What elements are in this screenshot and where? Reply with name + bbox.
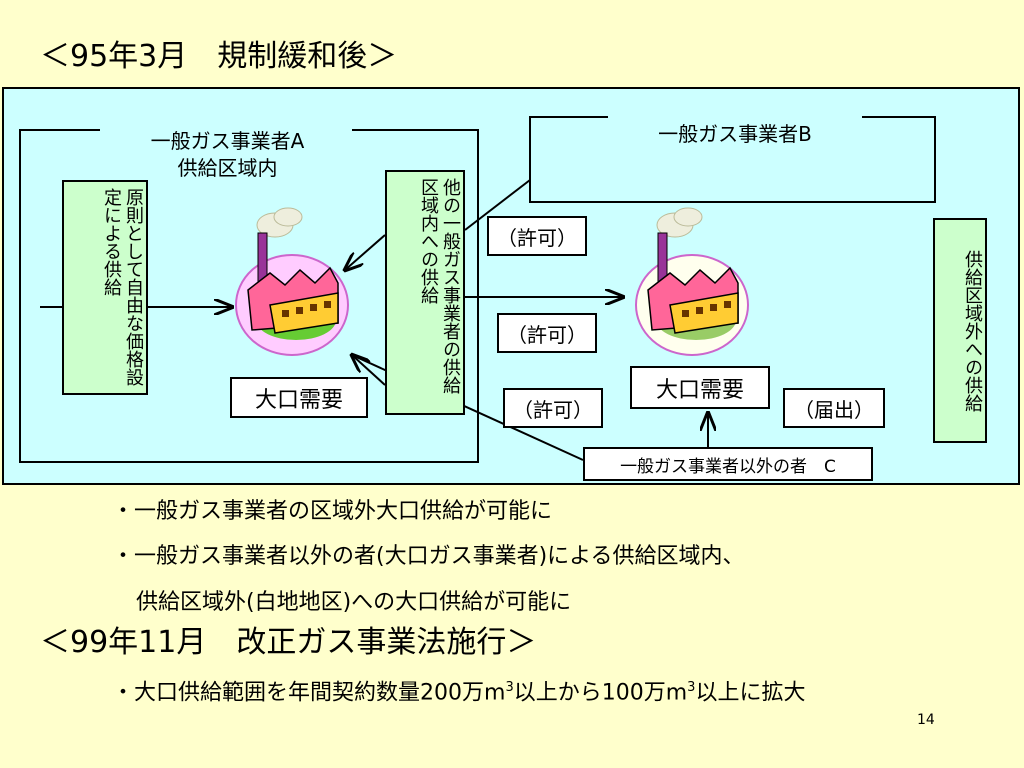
large-demand-b: 大口需要 [630,366,770,409]
area-a-title-line2: 供給区域内 [177,156,278,180]
bullet-item-continuation: 供給区域外(白地地区)への大口供給が可能に [136,590,572,615]
area-a-title-line1: 一般ガス事業者A [150,129,305,153]
company-c-box: 一般ガス事業者以外の者 C [583,447,873,481]
bullet-text: ・大口供給範囲を年間契約数量200万m [112,680,506,706]
permit-box-3: （許可） [503,388,603,428]
page-title: ＜95年3月 規制緩和後＞ [40,39,398,74]
notify-box: （届出） [783,388,885,428]
line-b-to-other [464,179,531,231]
permit-box-1: （許可） [487,216,587,256]
area-a-title: 一般ガス事業者A 供給区域内 [105,128,350,182]
permit-box-2: （許可） [497,313,597,353]
arrow-other-to-a-bottom [352,355,386,386]
other-area-supply-box: 他の一般ガス事業者の供給区域内への供給 [385,170,465,415]
bullet-item: ・一般ガス事業者以外の者(大口ガス事業者)による供給区域内、 [112,544,745,569]
company-b-frame [529,116,936,203]
factory-icon [635,207,749,356]
bullet-item: ・一般ガス事業者の区域外大口供給が可能に [112,499,553,524]
price-setting-box: 原則として自由な価格設定による供給 [62,180,148,395]
arrow-other-to-a-top [345,234,386,270]
area-a-frame [19,129,479,463]
page-number: 14 [917,712,935,728]
superscript: 3 [687,680,696,695]
bullet-text: 以上から100万m [513,680,688,706]
large-demand-a: 大口需要 [230,377,368,418]
bullet-item: ・大口供給範囲を年間契約数量200万m3以上から100万m3以上に拡大 [112,673,805,708]
company-b-label: 一般ガス事業者B [610,118,860,147]
section-title: ＜99年11月 改正ガス事業法施行＞ [40,625,537,660]
superscript: 3 [505,680,514,695]
outside-area-supply-box: 供給区域外への供給 [933,218,987,443]
factory-icon [235,207,349,356]
bullet-text: 以上に拡大 [695,680,806,706]
